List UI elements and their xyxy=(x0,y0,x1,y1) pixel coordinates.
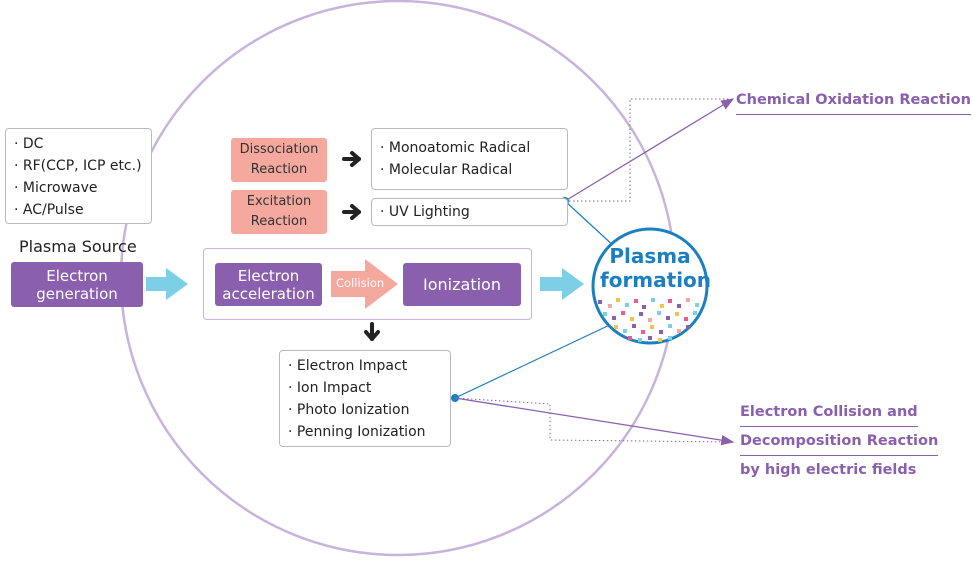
source-item: · RF(CCP, ICP etc.) xyxy=(14,158,142,174)
radical-item: · Molecular Radical xyxy=(380,162,513,178)
electron-generation-box: Electron generation xyxy=(11,262,143,307)
uv-connector xyxy=(564,200,617,249)
oxidation-arrow xyxy=(564,98,735,202)
uv-lighting-box: · UV Lighting xyxy=(371,198,568,226)
electron-collision-line: Decomposition Reaction xyxy=(740,427,939,456)
ionization-type-item: · Electron Impact xyxy=(288,358,408,374)
radical-item: · Monoatomic Radical xyxy=(380,140,531,156)
uv-lighting-item: · UV Lighting xyxy=(380,204,470,220)
plasma-formation-title: Plasma formation xyxy=(600,244,712,292)
plasma-particles xyxy=(598,298,699,342)
electron-collision-line: Electron Collision and xyxy=(740,398,918,427)
source-item: · AC/Pulse xyxy=(14,202,84,218)
chevron-down-icon xyxy=(364,322,380,341)
ionization-type-item: · Penning Ionization xyxy=(288,424,426,440)
ionization-type-list: · Electron Impact · Ion Impact · Photo I… xyxy=(279,350,451,447)
collision-label: Collision xyxy=(336,276,385,290)
radical-list-box: · Monoatomic Radical · Molecular Radical xyxy=(371,128,568,190)
chemical-oxidation-text: Chemical Oxidation Reaction xyxy=(736,86,971,115)
collision-label-arrow xyxy=(454,397,735,446)
electron-acceleration-box: Electron acceleration xyxy=(215,263,322,306)
electron-collision-line: by high electric fields xyxy=(740,462,917,478)
oxidation-dotted xyxy=(565,98,733,202)
collision-label-dotted xyxy=(454,397,734,443)
plasma-source-label: Plasma Source xyxy=(19,237,137,256)
chevron-dissociation-icon xyxy=(342,151,361,167)
chemical-oxidation-label: Chemical Oxidation Reaction xyxy=(736,86,971,115)
ionization-type-item: · Ion Impact xyxy=(288,380,372,396)
arrow-to-circle xyxy=(146,268,188,300)
arrow-to-plasma xyxy=(540,268,584,300)
source-item: · Microwave xyxy=(14,180,98,196)
chevron-excitation-icon xyxy=(342,204,361,220)
source-list-box: · DC · RF(CCP, ICP etc.) · Microwave · A… xyxy=(5,128,152,224)
collision-arrow xyxy=(331,259,398,309)
electron-collision-label: Electron Collision and Decomposition Rea… xyxy=(740,398,939,484)
ionization-connector xyxy=(454,321,617,399)
excitation-reaction-box: Excitation Reaction xyxy=(231,190,327,234)
dissociation-reaction-box: Dissociation Reaction xyxy=(231,138,327,182)
source-item: · DC xyxy=(14,136,44,152)
ionization-type-item: · Photo Ionization xyxy=(288,402,410,418)
ionization-box: Ionization xyxy=(403,263,521,306)
ionization-process-frame xyxy=(203,248,532,320)
